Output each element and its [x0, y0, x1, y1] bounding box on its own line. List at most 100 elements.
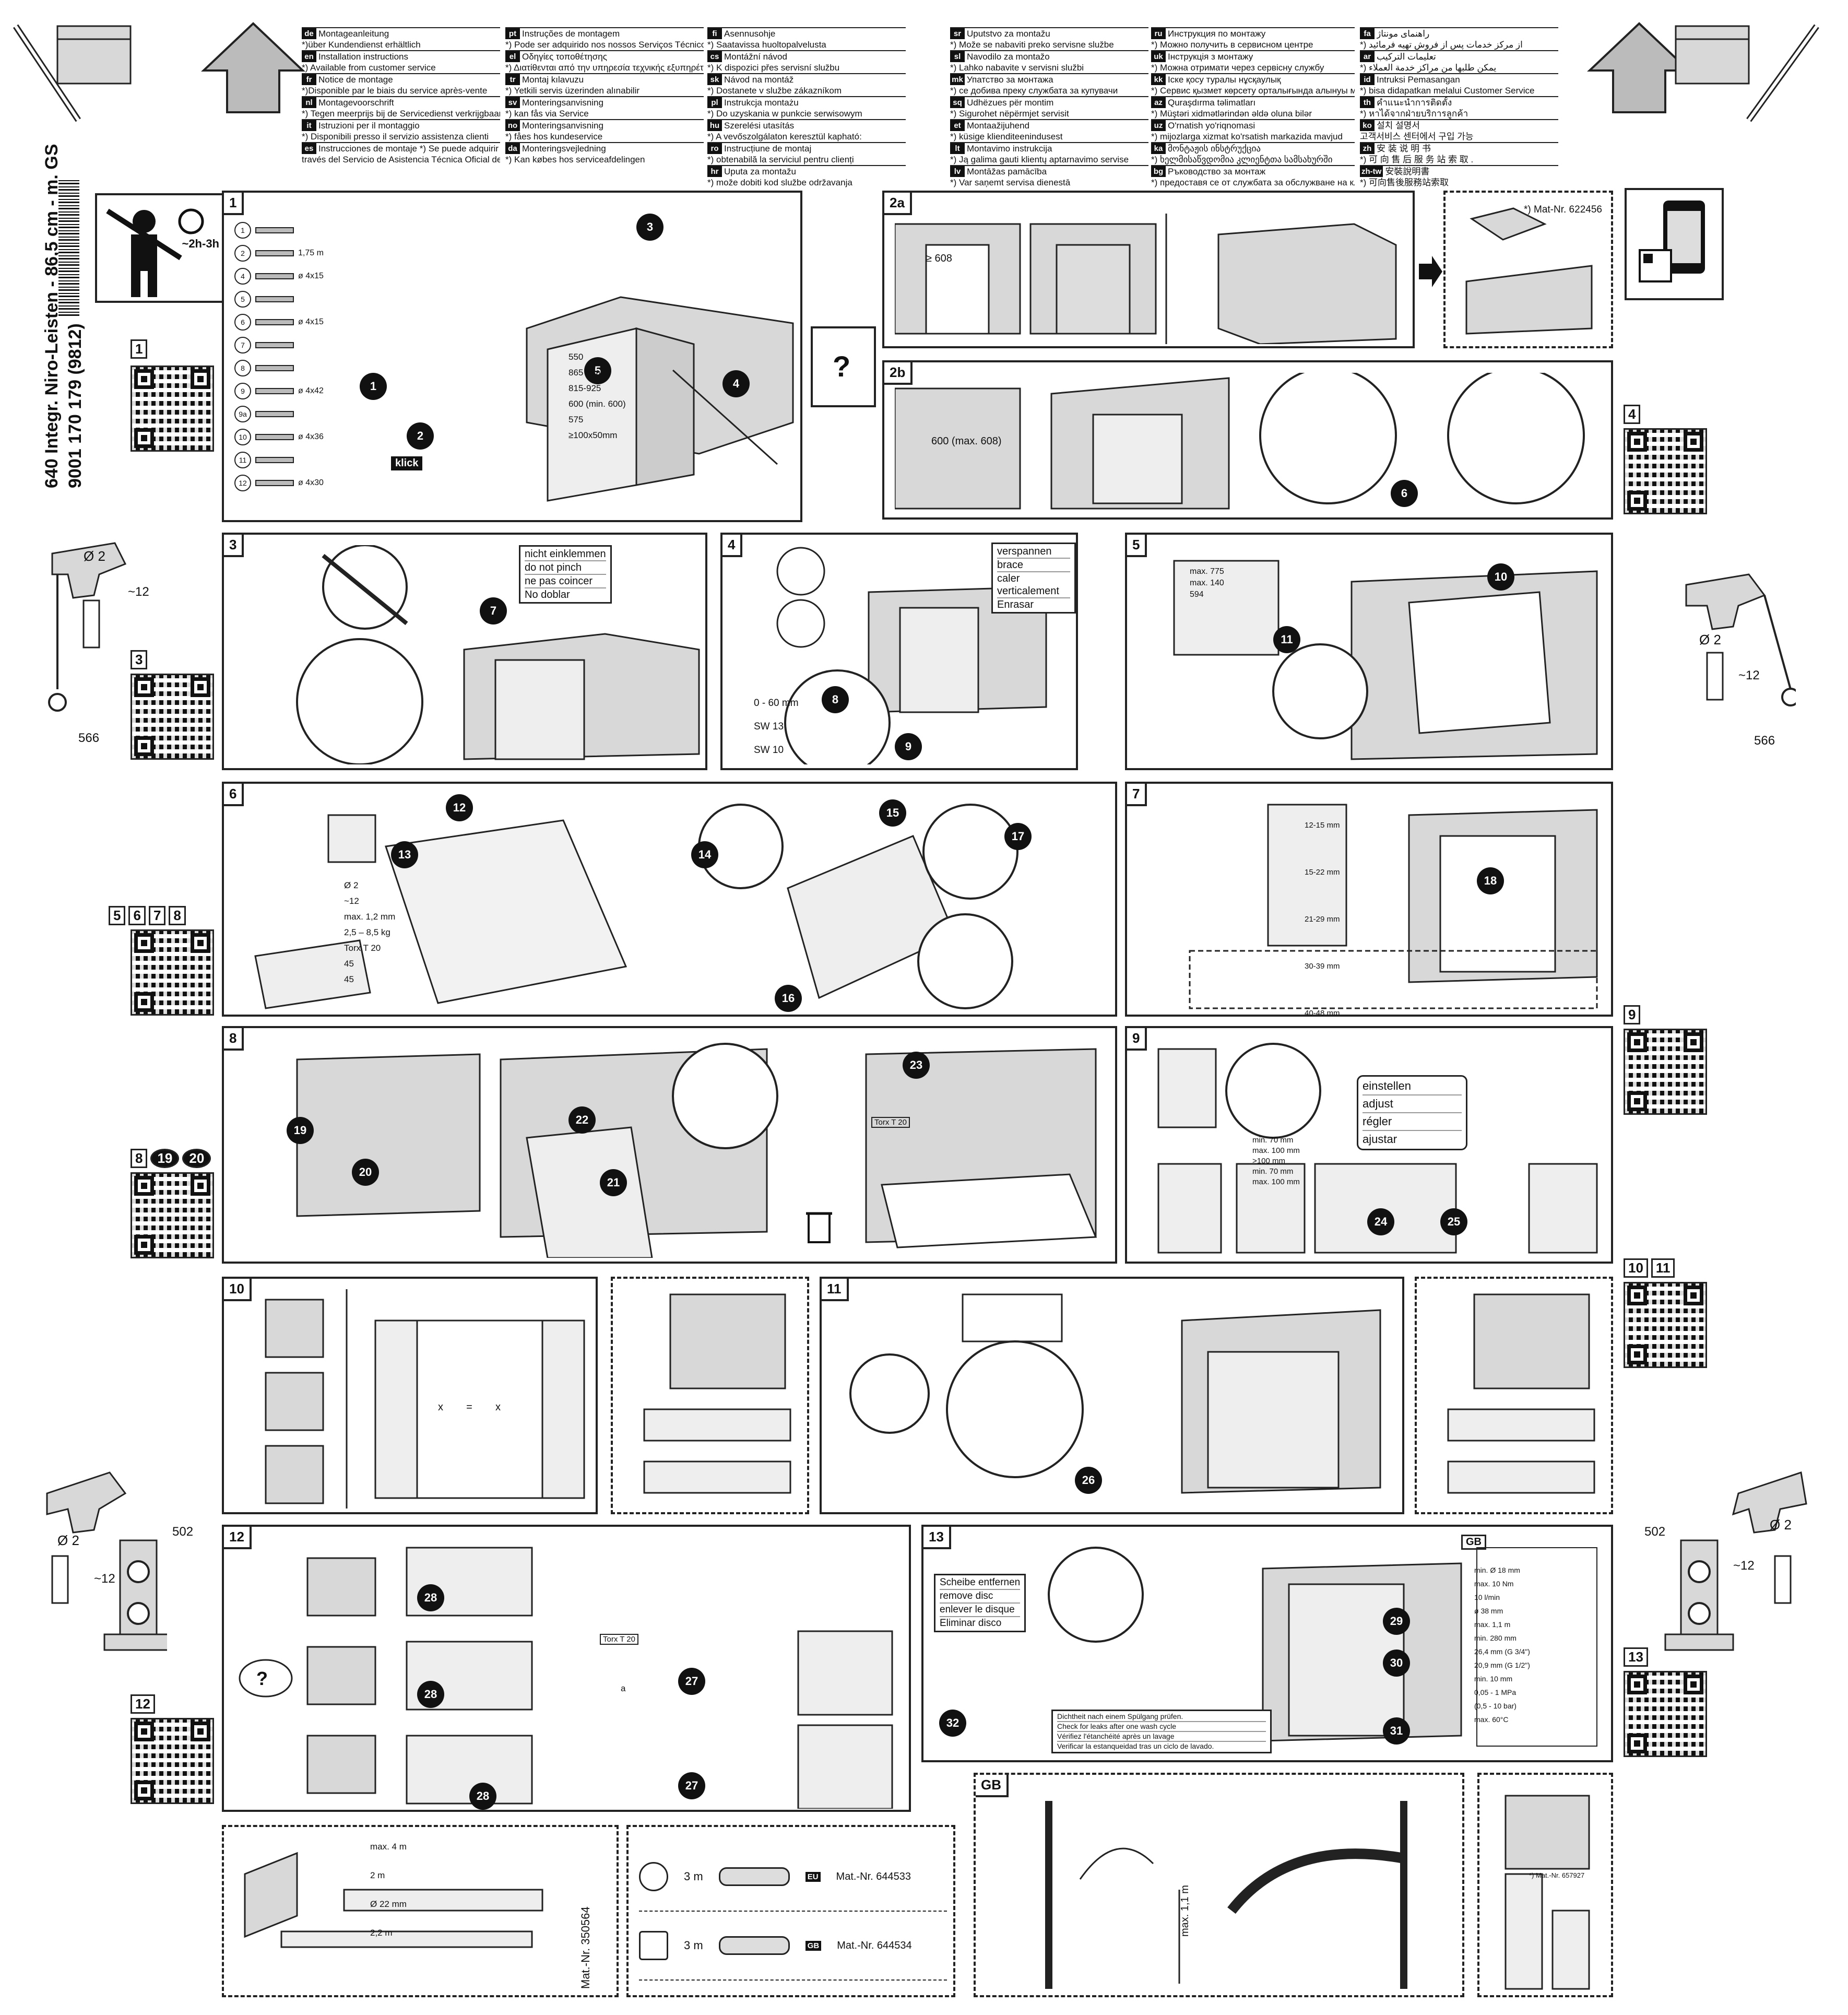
- language-row: *) mijozlarga xizmat ko'rsatish markazid…: [1151, 131, 1355, 142]
- language-row: *) Kan købes hos serviceafdelingen: [505, 154, 704, 165]
- question-mark-icon: ?: [833, 350, 851, 383]
- language-code: lv: [950, 166, 965, 177]
- label-item: max. 140: [1190, 579, 1224, 587]
- drill-right-1-dim: 566: [1754, 734, 1775, 748]
- step-28-badge-3: 28: [469, 1783, 496, 1810]
- language-row: *) Dostanete v službe zákazníkom: [707, 85, 906, 96]
- label-item: 600 (min. 600): [568, 399, 626, 409]
- label-item: Torx T 20: [344, 943, 381, 953]
- part-icon: [255, 296, 294, 302]
- panel-11-number: 11: [822, 1279, 849, 1301]
- panel-12-number: 12: [224, 1527, 252, 1549]
- label-item: enlever le disque: [940, 1604, 1021, 1617]
- language-code: mk: [950, 74, 965, 85]
- label-item: 45: [344, 974, 354, 984]
- qr-code-9[interactable]: [1624, 1029, 1707, 1115]
- language-code: fa: [1360, 28, 1375, 39]
- qr-code-1[interactable]: [131, 366, 214, 452]
- bracket-mat-nr: *) Mat-Nr. 622456: [1524, 204, 1602, 215]
- language-code: nl: [302, 97, 316, 108]
- panel-11-detail: [1415, 1277, 1613, 1514]
- language-code: hu: [707, 120, 722, 131]
- panel-2a-number: 2a: [884, 193, 912, 215]
- language-text: 고객서비스 센터에서 구입 가능: [1360, 132, 1474, 142]
- part-number-badge: 9: [234, 383, 251, 399]
- part-number-badge: 8: [234, 360, 251, 376]
- language-code: el: [505, 51, 520, 62]
- step-20-badge: 20: [352, 1159, 379, 1186]
- height-adjust-drawing: [776, 547, 1047, 764]
- language-text: *) Kan købes hos serviceafdelingen: [505, 155, 645, 164]
- language-code: lt: [950, 143, 965, 154]
- label-item: Dichtheit nach einem Spülgang prüfen.: [1057, 1712, 1266, 1722]
- label-item: einstellen: [1363, 1078, 1462, 1095]
- language-row: *) K dispozici přes servisní službu: [707, 62, 906, 73]
- countertop-fix-drawing: [849, 1293, 1381, 1494]
- hinge-detail-drawing-2: [1447, 1293, 1595, 1494]
- language-code: zh-tw: [1360, 166, 1383, 177]
- qr-code-13[interactable]: [1624, 1671, 1707, 1757]
- qr-code-5-6-7-8[interactable]: [131, 929, 214, 1016]
- qr-code-12[interactable]: [131, 1718, 214, 1804]
- qr-label-4: 4: [1624, 405, 1641, 424]
- qr-code-8-19-20[interactable]: [131, 1172, 214, 1258]
- qr-step-label: 4: [1624, 405, 1641, 424]
- part-number-badge: 1: [234, 222, 251, 239]
- language-code: id: [1360, 74, 1375, 85]
- language-text: Montavimo instrukcija: [967, 144, 1052, 154]
- step-24-badge: 24: [1367, 1208, 1394, 1235]
- language-row: *) Disponibili presso il servizio assist…: [302, 131, 500, 142]
- part-label: ø 4x15: [298, 272, 324, 280]
- label-item: 550: [568, 352, 584, 362]
- label-item: x: [438, 1401, 443, 1413]
- label-item: Enrasar: [997, 599, 1034, 610]
- step-3-badge: 3: [636, 214, 664, 241]
- language-code: pt: [505, 28, 520, 39]
- part-number-badge: 4: [234, 268, 251, 285]
- language-text: Uputstvo za montažu: [967, 29, 1050, 39]
- torx-label: Torx T 20: [871, 1117, 910, 1128]
- step-27-badge-1: 27: [678, 1668, 705, 1695]
- qr-code-3[interactable]: [131, 674, 214, 760]
- part-number-badge: 6: [234, 314, 251, 331]
- language-row: *) หาได้จากฝ่ายบริการลูกค้า: [1360, 108, 1558, 119]
- qr-code-10-11[interactable]: [1624, 1282, 1707, 1368]
- click-label: klick: [391, 456, 423, 470]
- label-item: 26,4 mm (G 3/4"): [1474, 1647, 1530, 1656]
- part-icon: [255, 250, 294, 256]
- label-item: min. 280 mm: [1474, 1634, 1517, 1642]
- house-arrow-icon-left: [201, 22, 305, 113]
- panel-4-number: 4: [722, 535, 743, 557]
- gap-dim: ≥ 608: [926, 253, 952, 264]
- language-text: Montaj kılavuzu: [522, 75, 584, 85]
- drill-right-1-depth: ~12: [1738, 668, 1760, 682]
- part-icon: [255, 273, 294, 279]
- language-code: tr: [505, 74, 520, 85]
- language-text: *) از مرکز خدمات پس از فروش تهیه فرمائید: [1360, 40, 1523, 50]
- language-text: *) 可 向 售 后 服 务 站 索 取 .: [1360, 155, 1474, 164]
- qr-code-4[interactable]: [1624, 428, 1707, 514]
- language-row: *)über Kundendienst erhältlich: [302, 39, 500, 50]
- language-text: *) mijozlarga xizmat ko'rsatish markazid…: [1151, 132, 1343, 142]
- language-text: 安 装 说 明 书: [1377, 144, 1431, 154]
- panel-6-number: 6: [224, 784, 244, 806]
- language-text: *)Disponible par le biais du service apr…: [302, 86, 488, 96]
- language-text: *) obtenabilă la serviciul pentru clienț…: [707, 155, 854, 164]
